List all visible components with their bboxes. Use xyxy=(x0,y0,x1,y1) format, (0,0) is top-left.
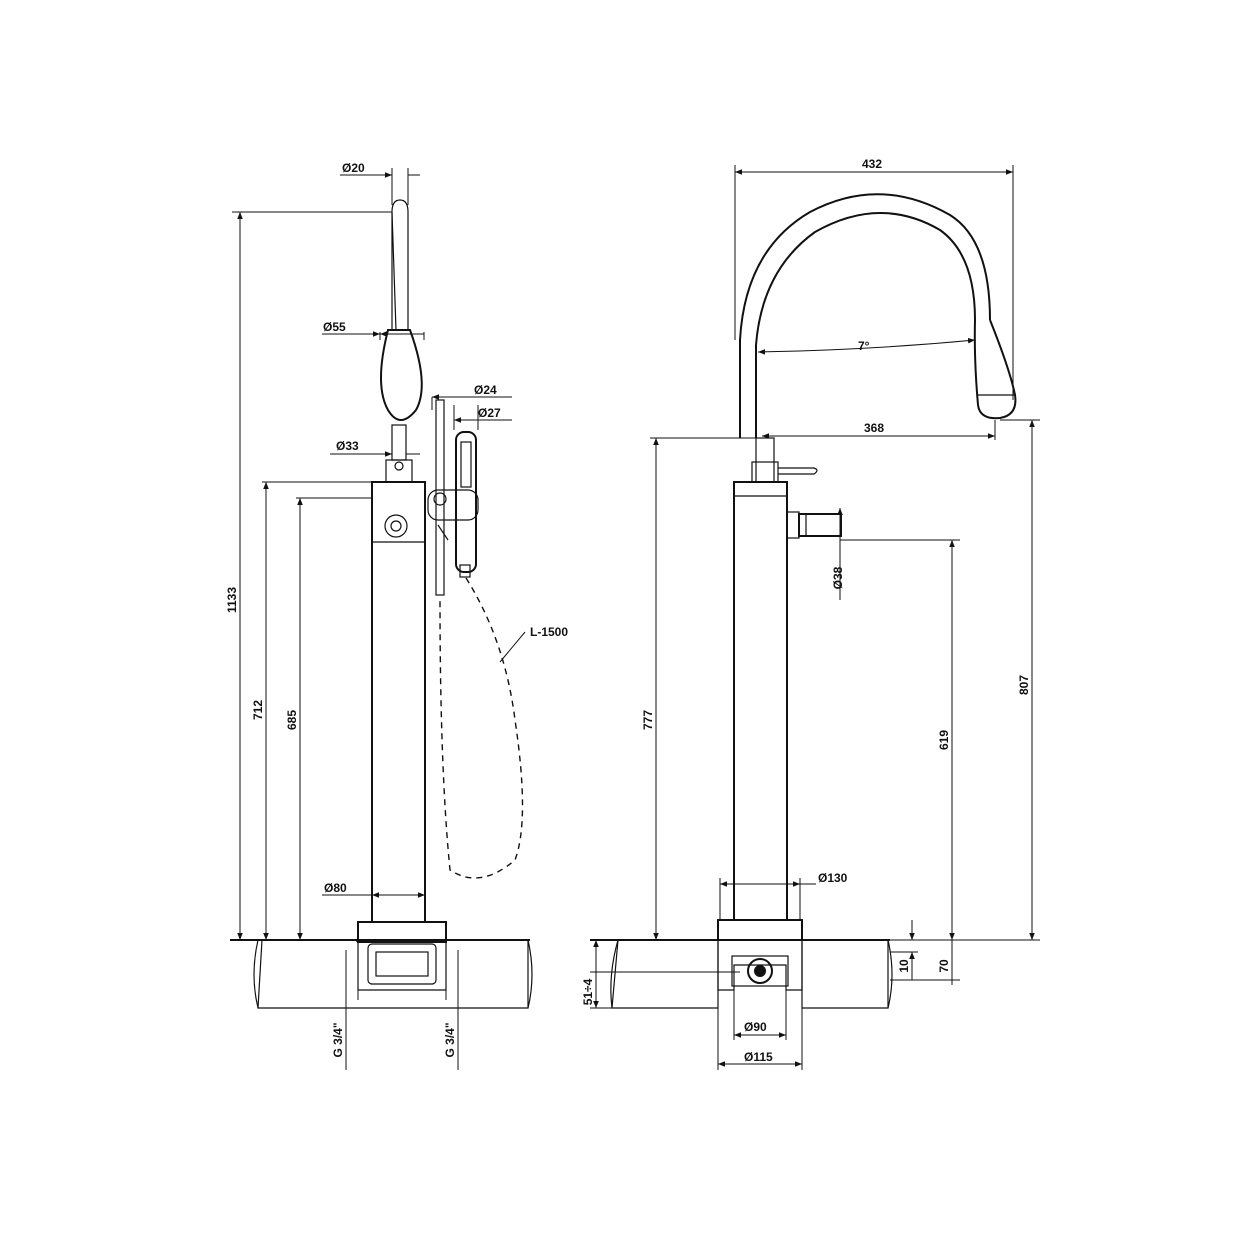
dim-d20: Ø20 xyxy=(342,161,365,175)
dim-angle: 7° xyxy=(858,339,870,353)
dim-d24: Ø24 xyxy=(474,383,497,397)
dim-h51: 51÷4 xyxy=(581,978,595,1005)
dim-h777: 777 xyxy=(641,710,655,730)
hose-left xyxy=(439,577,524,879)
dim-h70: 70 xyxy=(937,959,951,973)
floor-section-right xyxy=(590,919,893,1009)
dim-d90: Ø90 xyxy=(744,1020,767,1034)
dim-w432: 432 xyxy=(862,157,882,171)
dim-d80: Ø80 xyxy=(324,881,347,895)
floor-section-left xyxy=(230,921,533,1009)
spout-right xyxy=(739,193,1017,438)
dim-d55: Ø55 xyxy=(323,320,346,334)
dim-hose: L-1500 xyxy=(530,625,568,639)
dim-h10: 10 xyxy=(897,959,911,973)
dim-h1133: 1133 xyxy=(225,587,239,613)
dim-g2: G 3/4" xyxy=(443,1022,457,1057)
dim-d115: Ø115 xyxy=(744,1050,773,1064)
dim-h807: 807 xyxy=(1017,675,1031,695)
dim-d27: Ø27 xyxy=(478,406,501,420)
dim-d33: Ø33 xyxy=(336,439,359,453)
dim-w368: 368 xyxy=(864,421,884,435)
column-left xyxy=(371,481,426,923)
column-right xyxy=(733,437,842,921)
left-view: Ø20 Ø55 Ø24 Ø27 Ø33 1133 712 685 Ø80 L-1… xyxy=(225,161,568,1070)
spout-left xyxy=(380,199,423,483)
dim-d38: Ø38 xyxy=(831,566,845,589)
dim-g1: G 3/4" xyxy=(331,1022,345,1057)
hand-shower-left xyxy=(427,399,479,596)
dim-d130: Ø130 xyxy=(818,871,848,885)
dim-h619: 619 xyxy=(937,730,951,750)
dim-h712: 712 xyxy=(251,700,265,720)
right-view: 432 7° 368 Ø38 777 807 619 Ø130 10 70 51… xyxy=(581,157,1040,1070)
dim-h685: 685 xyxy=(285,710,299,730)
